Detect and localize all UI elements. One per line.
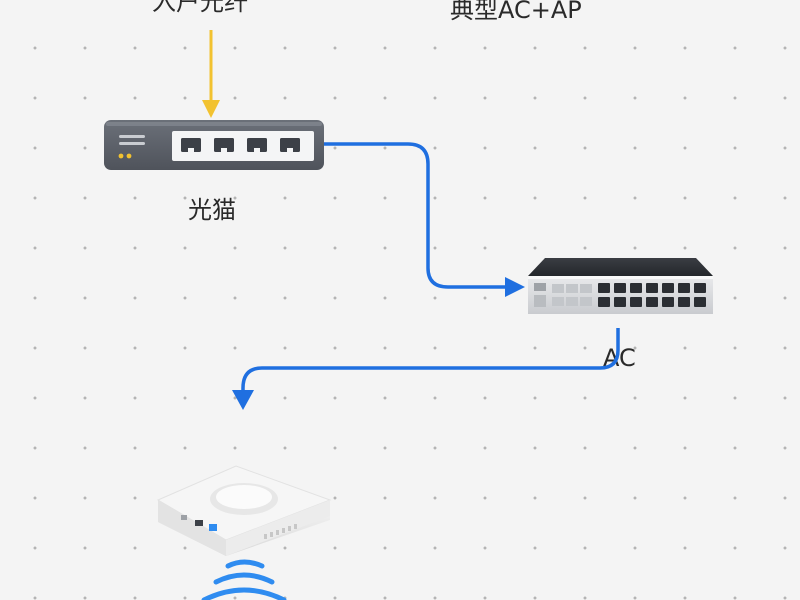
ceiling-ap-icon <box>156 465 332 556</box>
edge-modem-to-ac <box>324 142 525 297</box>
edge-ac-to-ap <box>232 328 620 410</box>
fiber-label: 入户光纤 <box>152 0 248 16</box>
edge-fiber-to-modem <box>202 30 220 118</box>
ac-controller-icon <box>528 258 713 314</box>
optical-modem-icon <box>104 120 324 170</box>
wifi-signal-icon <box>201 559 287 600</box>
modem-label: 光猫 <box>188 196 236 224</box>
diagram-title: 典型AC+AP <box>450 0 582 24</box>
